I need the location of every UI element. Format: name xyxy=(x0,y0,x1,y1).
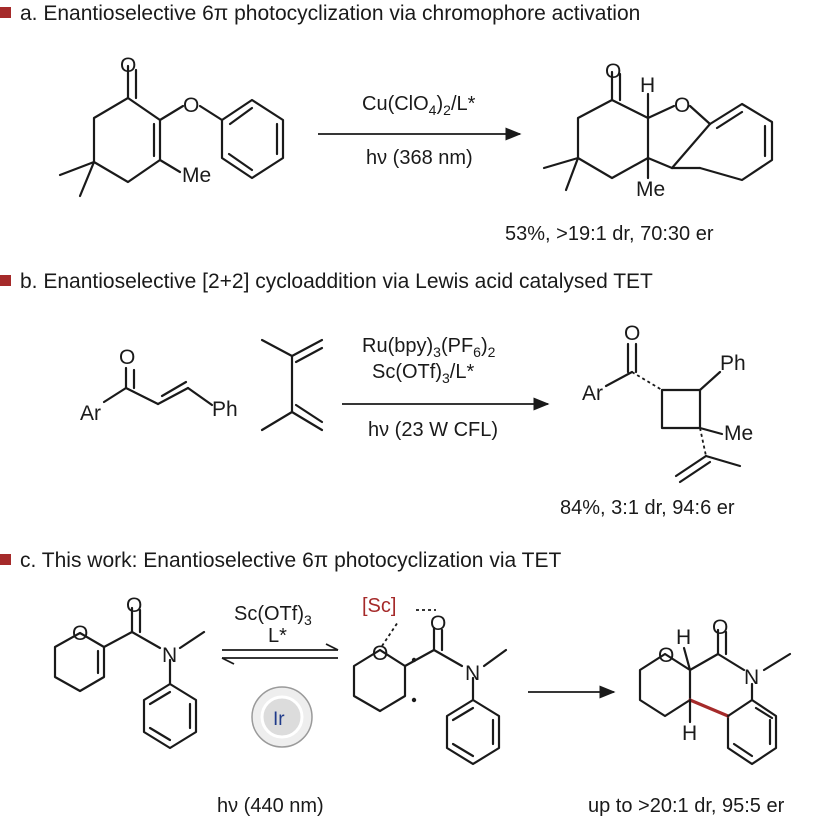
section-c-marker xyxy=(0,554,11,565)
atom-p-o: O xyxy=(624,322,640,345)
atom-o-amide: O xyxy=(126,594,142,617)
atom-p-o-ring: O xyxy=(658,644,674,667)
atom-p-me: Me xyxy=(636,178,665,201)
atom-ph: Ph xyxy=(212,398,238,421)
section-c-header: c. This work: Enantioselective 6π photoc… xyxy=(20,549,561,572)
atom-p-h-top: H xyxy=(676,626,691,649)
atom-o-ring: O xyxy=(72,622,88,645)
section-c-light: hν (440 nm) xyxy=(217,795,324,817)
section-b: b. Enantioselective [2+2] cycloaddition … xyxy=(0,270,753,519)
atom-p-o-amide: O xyxy=(712,616,728,639)
atom-o-ether: O xyxy=(183,94,199,117)
section-b-enone: O Ar Ph xyxy=(80,346,238,425)
ir-label: Ir xyxy=(273,709,285,730)
section-b-reagent-1: Ru(bpy)3(PF6)2 xyxy=(362,335,496,360)
section-a-reagent: Cu(ClO4)2/L* xyxy=(362,93,476,118)
atom-n: N xyxy=(162,644,177,667)
atom-ar: Ar xyxy=(80,402,101,425)
atom-p-o-ether: O xyxy=(674,94,690,117)
section-b-marker xyxy=(0,275,11,286)
section-a-reactant: O O Me xyxy=(58,54,285,198)
section-b-header: b. Enantioselective [2+2] cycloaddition … xyxy=(20,270,653,293)
section-b-conditions: hν (23 W CFL) xyxy=(368,419,498,441)
atom-i-n: N xyxy=(465,662,480,685)
atom-p-n: N xyxy=(744,666,759,689)
section-b-diene xyxy=(260,338,324,432)
section-c-intermediate: [Sc] O O N xyxy=(352,595,508,766)
ir-catalyst-icon: Ir xyxy=(251,686,313,748)
atom-me: Me xyxy=(182,164,211,187)
atom-p-ar: Ar xyxy=(582,382,603,405)
section-b-result: 84%, 3:1 dr, 94:6 er xyxy=(560,497,735,519)
sc-label: [Sc] xyxy=(362,595,396,617)
section-a-header: a. Enantioselective 6π photocyclization … xyxy=(20,2,640,25)
section-b-reagent-2: Sc(OTf)3/L* xyxy=(372,361,474,386)
section-a-conditions: hν (368 nm) xyxy=(366,147,473,169)
section-b-product: O Ar Ph Me xyxy=(582,322,753,484)
atom-p-h: H xyxy=(640,74,655,97)
section-c-reactant: O O N xyxy=(53,594,206,750)
atom-p-o-ketone: O xyxy=(605,60,621,83)
section-a: a. Enantioselective 6π photocyclization … xyxy=(0,2,774,245)
section-a-product: O H O Me xyxy=(542,60,774,201)
section-c-result: up to >20:1 dr, 95:5 er xyxy=(588,795,785,817)
atom-i-o-amide: O xyxy=(430,612,446,635)
equilibrium-arrows xyxy=(221,643,339,665)
atom-p-ph: Ph xyxy=(720,352,746,375)
section-a-result: 53%, >19:1 dr, 70:30 er xyxy=(505,223,714,245)
section-c-reagent-1: Sc(OTf)3 xyxy=(234,603,312,628)
section-c: c. This work: Enantioselective 6π photoc… xyxy=(0,549,792,817)
section-c-product: O H O N H xyxy=(638,616,792,766)
atom-i-o-ring: O xyxy=(372,642,388,665)
section-c-reagent-2: L* xyxy=(268,625,287,647)
atom-o-ketone: O xyxy=(120,54,136,77)
atom-p-h-bottom: H xyxy=(682,722,697,745)
atom-p-me: Me xyxy=(724,422,753,445)
atom-o: O xyxy=(119,346,135,369)
section-a-marker xyxy=(0,7,11,18)
